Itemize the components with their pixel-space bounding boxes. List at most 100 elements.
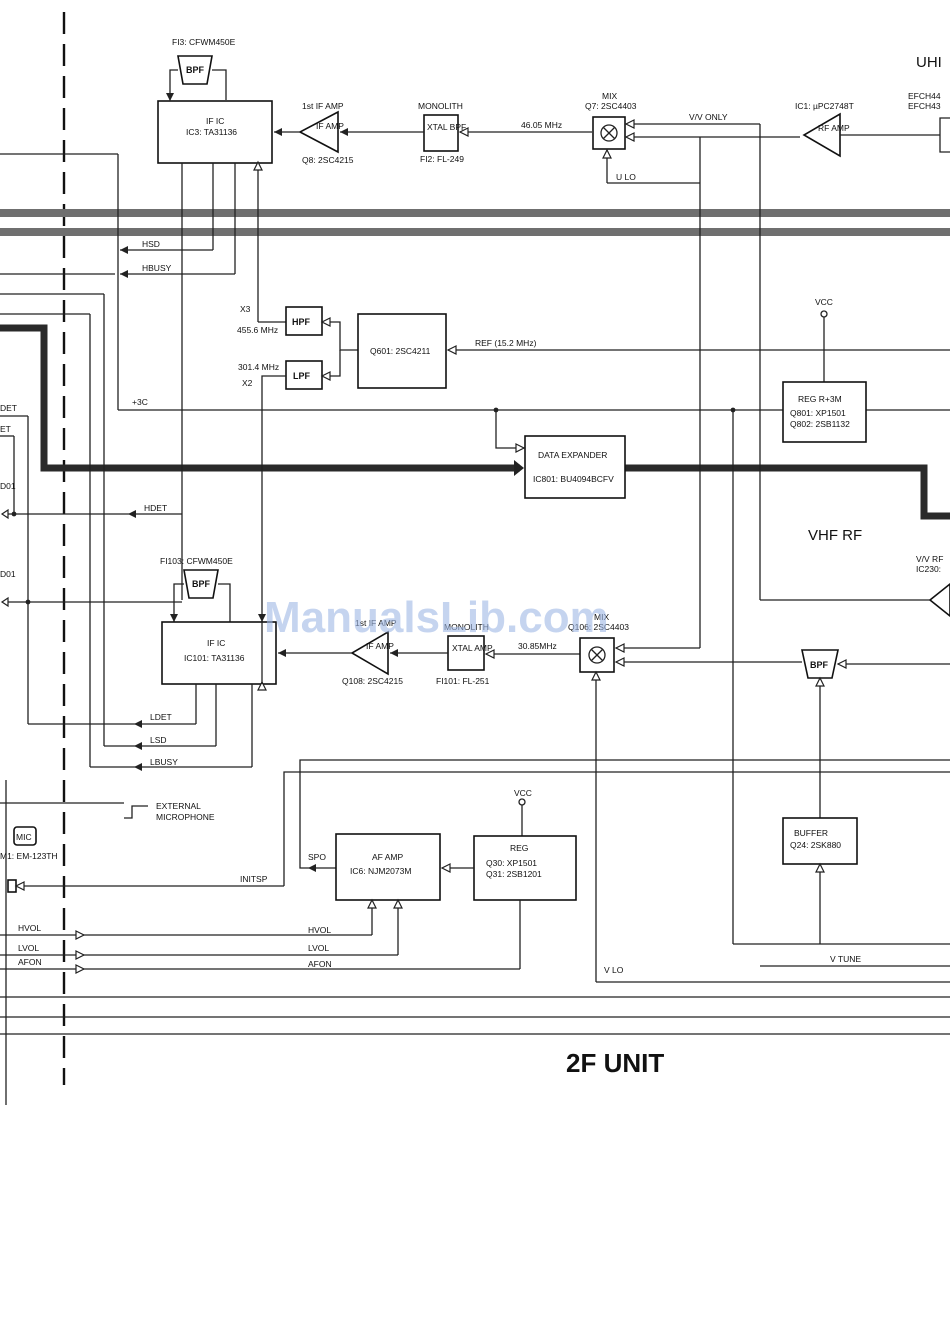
lpf-block	[285, 360, 323, 390]
lbusy-label: LBUSY	[150, 757, 178, 767]
ic1-label: IC1: µPC2748T	[795, 101, 854, 111]
lower-ifamp-triangle	[350, 630, 389, 676]
bus-arrow	[514, 460, 524, 476]
x2-label: X2	[242, 378, 253, 388]
q601-block	[357, 313, 447, 389]
fi3-bpf	[177, 55, 213, 85]
reg-r3m-q2: Q802: 2SB1132	[790, 419, 850, 429]
ific-ic3	[157, 100, 273, 164]
mic-part: M1: EM-123TH	[0, 851, 58, 861]
d01-label: D01	[0, 481, 16, 491]
upper-mix-part: Q7: 2SC4403	[585, 101, 637, 111]
reg-r3m-title: REG R+3M	[798, 394, 842, 404]
lower-rf-bpf	[801, 649, 839, 679]
fi101-label: FI101: FL-251	[436, 676, 490, 686]
upper-monolith-label: MONOLITH	[418, 101, 463, 111]
lsd-label: LSD	[150, 735, 167, 745]
reg-lower-title: REG	[510, 843, 528, 853]
hpf-label: HPF	[292, 317, 311, 327]
fi103-label: FI103: CFWM450E	[160, 556, 233, 566]
upper-ifamp-triangle	[298, 110, 339, 154]
reg-r3m-block	[782, 381, 867, 443]
hdet-label: HDET	[144, 503, 167, 513]
data-expander-part: IC801: BU4094BCFV	[533, 474, 614, 484]
lower-mix-part: Q106: 2SC4403	[568, 622, 629, 632]
fi3-bpf-label: BPF	[186, 65, 205, 75]
upper-xtal-bpf	[423, 114, 459, 152]
upper-ifamp-title: 1st IF AMP	[302, 101, 344, 111]
upper-ifamp-label: IF AMP	[316, 121, 344, 131]
afon-left-label: AFON	[18, 957, 42, 967]
lower-ifamp-label: IF AMP	[366, 641, 394, 651]
ific-ic101-label: IF IC	[207, 638, 225, 648]
lower-monolith-label: MONOLITH	[444, 622, 489, 632]
upper-rf-amp	[802, 112, 841, 158]
uhf-label: UHI	[916, 54, 942, 71]
upper-rf-amp-label: RF AMP	[818, 123, 850, 133]
lower-mixer	[579, 637, 615, 673]
det-label-1: DET	[0, 403, 17, 413]
bus-line-4	[625, 464, 950, 520]
ific-ic101-part: IC101: TA31136	[184, 653, 245, 663]
upper-xtal-bpf-label: XTAL BPF	[427, 122, 466, 132]
ulo-label: U LO	[616, 172, 636, 182]
watermark: ManualsLib.com	[264, 593, 609, 642]
efch-label-1: EFCH44	[908, 91, 941, 101]
vcc-label-lower: VCC	[514, 788, 532, 798]
lower-mix-title: MIX	[594, 612, 609, 622]
hvol-label: HVOL	[308, 925, 331, 935]
det-label-2: ET	[0, 424, 11, 434]
afamp-block	[335, 833, 441, 901]
buffer-title: BUFFER	[794, 828, 828, 838]
reg-r3m-q1: Q801: XP1501	[790, 408, 846, 418]
lpf-label: LPF	[293, 371, 311, 381]
vtune-label: V TUNE	[830, 954, 861, 964]
ref-label: REF (15.2 MHz)	[475, 338, 537, 348]
efch-label-2: EFCH43	[908, 101, 941, 111]
lower-rf-bpf-label: BPF	[810, 660, 829, 670]
mic-label: MIC	[16, 832, 32, 842]
ic230-label: IC230:	[916, 564, 941, 574]
hsd-label: HSD	[142, 239, 160, 249]
plus3c-label: +3C	[132, 397, 148, 407]
vv-only-label: V/V ONLY	[689, 112, 728, 122]
vlo-label: V LO	[604, 965, 624, 975]
bus-line-2	[0, 228, 950, 236]
fi3-label: FI3: CFWM450E	[172, 37, 236, 47]
afamp-title: AF AMP	[372, 852, 404, 862]
ific-ic3-part: IC3: TA31136	[186, 127, 237, 137]
bus-line-3	[0, 324, 520, 472]
ific-ic101	[161, 621, 277, 685]
lower-ifamp-title: 1st IF AMP	[355, 618, 397, 628]
initsp-label: INITSP	[240, 874, 268, 884]
x3-freq-label: 455.6 MHz	[237, 325, 278, 335]
ific-ic3-label: IF IC	[206, 116, 224, 126]
vv-rf-label: V/V RF	[916, 554, 943, 564]
lvol-left-label: LVOL	[18, 943, 39, 953]
fi103-bpf-label: BPF	[192, 579, 211, 589]
unit-title: 2F UNIT	[566, 1048, 664, 1078]
lower-ifamp-part: Q108: 2SC4215	[342, 676, 403, 686]
mic-icon	[13, 826, 37, 846]
d01b-label: D01	[0, 569, 16, 579]
fi103-bpf	[183, 569, 219, 599]
x3-label: X3	[240, 304, 251, 314]
afon-label: AFON	[308, 959, 332, 969]
hbusy-label: HBUSY	[142, 263, 172, 273]
fi2-label: FI2: FL-249	[420, 154, 464, 164]
buffer-block	[782, 817, 858, 865]
upper-if-freq: 46.05 MHz	[521, 120, 562, 130]
lower-xtal-amp-label: XTAL AMP	[452, 643, 493, 653]
vcc-label-upper: VCC	[815, 297, 833, 307]
data-expander-title: DATA EXPANDER	[538, 450, 607, 460]
lvol-label: LVOL	[308, 943, 329, 953]
afamp-part: IC6: NJM2073M	[350, 866, 411, 876]
reg-lower-q1: Q30: XP1501	[486, 858, 537, 868]
vhf-rf-title: VHF RF	[808, 527, 862, 544]
hvol-left-label: HVOL	[18, 923, 41, 933]
ldet-label: LDET	[150, 712, 172, 722]
data-expander-block	[524, 435, 626, 499]
upper-mix-title: MIX	[602, 91, 617, 101]
